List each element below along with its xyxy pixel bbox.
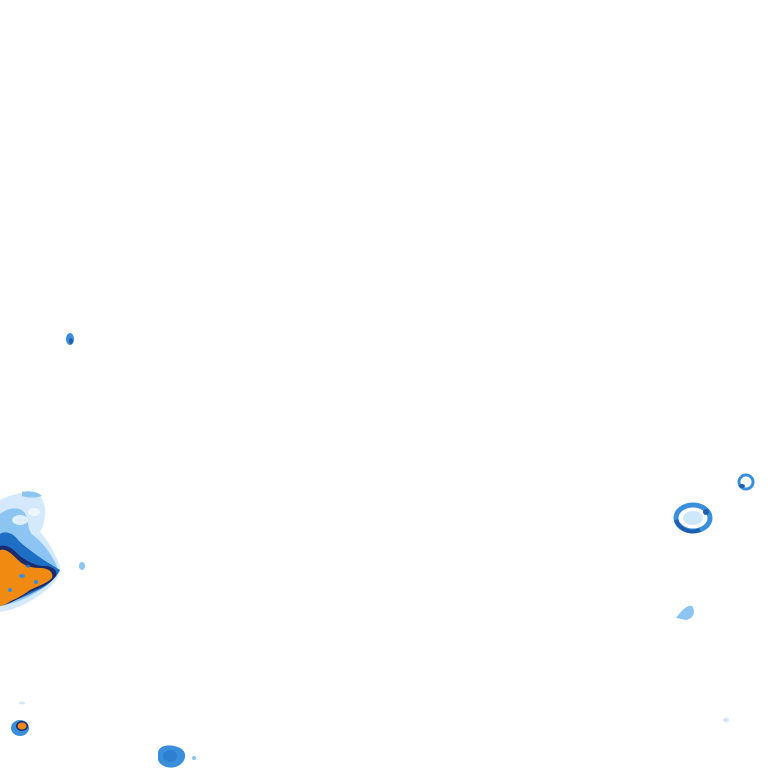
echo-small-left (66, 333, 74, 345)
echo-storm-cluster (0, 491, 61, 612)
echo-faint-right (676, 605, 694, 620)
echo-ring-right (673, 502, 713, 534)
echo-small-ring (737, 473, 755, 491)
echo-speck-left (79, 562, 85, 570)
echo-speck-bottom-right (723, 718, 729, 722)
echo-blob-bottom (158, 745, 196, 768)
echo-compact-cell (11, 701, 29, 736)
